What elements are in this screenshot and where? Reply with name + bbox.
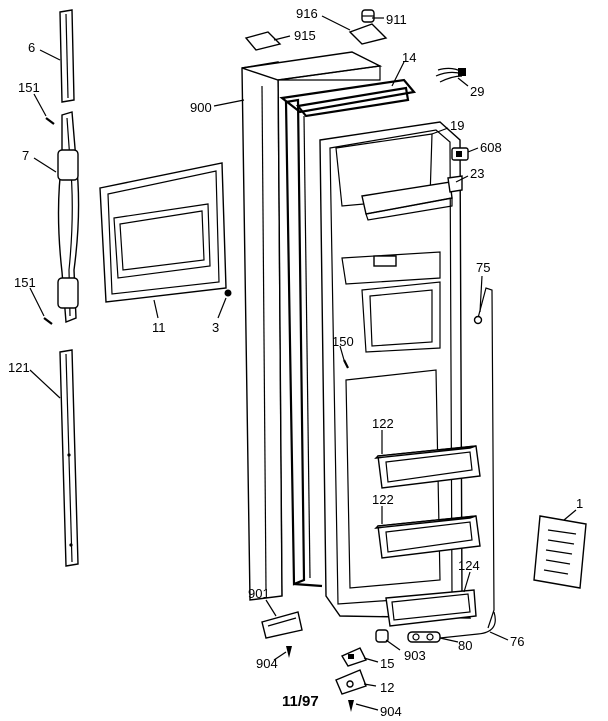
callout-903: 903 xyxy=(404,648,426,663)
instruction-manual xyxy=(533,515,587,589)
part-80 xyxy=(407,631,441,643)
callout-122-lower: 122 xyxy=(372,492,394,507)
callout-14: 14 xyxy=(402,50,416,65)
part-915 xyxy=(244,31,282,51)
door-bin-124 xyxy=(385,589,477,627)
wire-harness-29 xyxy=(435,67,466,83)
callout-151-bottom: 151 xyxy=(14,275,36,290)
tube-76 xyxy=(439,611,496,639)
screw-151-top xyxy=(45,117,55,125)
callout-151-top: 151 xyxy=(18,80,40,95)
door-outer-panel xyxy=(241,51,383,601)
screw-3 xyxy=(224,289,232,297)
callout-901: 901 xyxy=(248,586,270,601)
callout-150: 150 xyxy=(332,334,354,349)
date-code: 11/97 xyxy=(282,693,319,710)
callout-15: 15 xyxy=(380,656,394,671)
callout-80: 80 xyxy=(458,638,472,653)
callout-911: 911 xyxy=(386,12,407,27)
cap-901 xyxy=(261,611,303,639)
screw-904-a xyxy=(286,646,292,658)
screw-904-b xyxy=(348,700,354,712)
callout-904-a: 904 xyxy=(256,656,278,671)
door-bin-122-upper xyxy=(374,445,481,489)
handle xyxy=(57,111,80,324)
callout-900: 900 xyxy=(190,100,212,115)
hinge-15 xyxy=(340,647,367,667)
callout-915: 915 xyxy=(294,28,316,43)
callout-12: 12 xyxy=(380,680,394,695)
callout-76: 76 xyxy=(510,634,524,649)
callout-608: 608 xyxy=(480,140,502,155)
screw-151-bottom xyxy=(43,317,53,325)
switch-608 xyxy=(451,147,469,161)
callout-29: 29 xyxy=(470,84,484,99)
callout-6: 6 xyxy=(28,40,35,55)
tube-75 xyxy=(473,287,495,629)
part-911 xyxy=(361,9,375,23)
door-gasket xyxy=(279,78,417,588)
callout-7: 7 xyxy=(22,148,29,163)
callout-labels: 6 151 7 151 121 11 3 900 916 911 915 14 … xyxy=(8,6,583,719)
callout-904-b: 904 xyxy=(380,704,402,719)
callout-916: 916 xyxy=(296,6,318,21)
callout-124: 124 xyxy=(458,558,480,573)
callout-11: 11 xyxy=(152,320,166,335)
top-trim-strip xyxy=(59,9,75,103)
dispenser-cover-panel xyxy=(99,162,227,303)
hinge-12 xyxy=(335,669,367,695)
door-bin-122-lower xyxy=(374,515,481,559)
leader-lines xyxy=(29,15,577,711)
callout-121: 121 xyxy=(8,360,30,375)
callout-3: 3 xyxy=(212,320,219,335)
top-bin-23 xyxy=(361,175,463,221)
callout-19: 19 xyxy=(450,118,464,133)
callout-75: 75 xyxy=(476,260,490,275)
door-liner xyxy=(319,121,472,619)
callout-1: 1 xyxy=(576,496,583,511)
screw-150 xyxy=(343,359,349,369)
part-903 xyxy=(375,629,389,643)
bottom-trim-strip xyxy=(59,349,79,567)
part-916 xyxy=(348,23,388,45)
callout-23: 23 xyxy=(470,166,484,181)
callout-122-upper: 122 xyxy=(372,416,394,431)
